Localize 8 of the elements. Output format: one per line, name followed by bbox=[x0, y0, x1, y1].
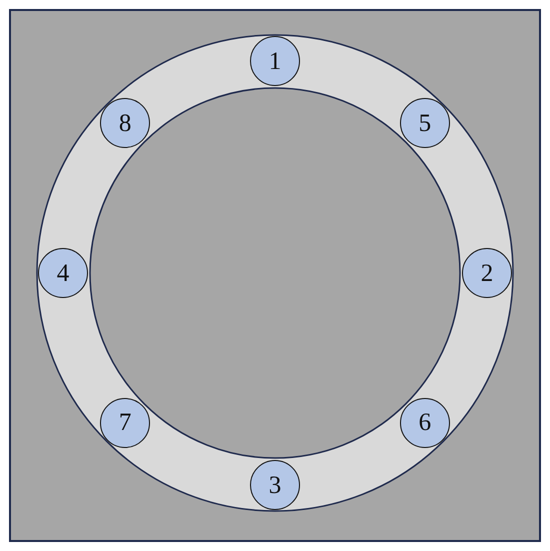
circle-number: 7 bbox=[118, 410, 132, 436]
circle-number: 6 bbox=[418, 410, 432, 436]
circle-number: 5 bbox=[418, 110, 432, 136]
circle-number: 8 bbox=[118, 110, 132, 136]
circle-number: 2 bbox=[480, 260, 494, 286]
circle-number: 3 bbox=[268, 472, 282, 498]
circle-number: 1 bbox=[268, 48, 282, 74]
circle-number: 4 bbox=[56, 260, 70, 286]
